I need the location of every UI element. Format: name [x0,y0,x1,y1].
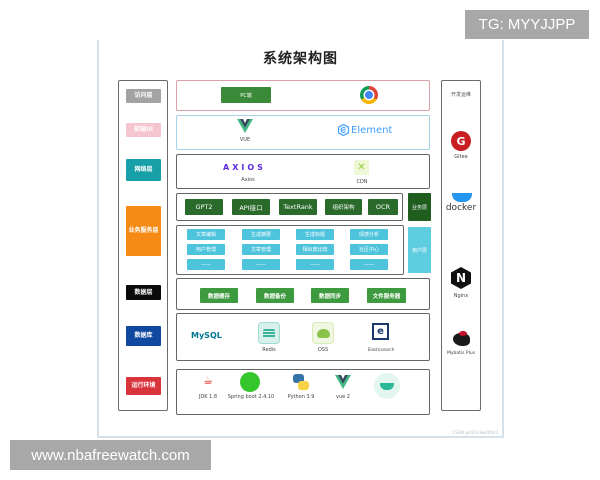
gitee-icon: G [451,131,471,151]
cdn-caption: CDN [356,179,368,185]
docker-whale-icon [374,373,400,399]
data-item-sync: 数据同步 [311,288,349,303]
user-item: 生成摘要 [242,229,280,240]
network-layer-row: AXIOS Axios ✕ CDN [176,154,430,189]
java-icon: ☕ [203,374,213,387]
user-item: 文章管理 [242,244,280,255]
business-item-gpt2: GPT2 [185,199,223,215]
devops-title: 开发运维 [450,92,471,98]
devops-column: 开发运维 G Gitee docker N Nginx Mybatis Plus [441,80,481,411]
layer-label-network: 网络层 [126,159,161,181]
layer-label-data: 数据层 [126,285,161,300]
frontend-layer-row: VUE Element [176,115,430,150]
python-icon [293,374,309,390]
gitee-caption: Gitee [454,154,468,160]
data-item-backup: 数据备份 [256,288,294,303]
source-credit: CSDN @007n9w00b03 [452,430,498,435]
runtime-caption-vue: vue 2 [336,394,350,400]
business-layer-tag: 业务层 [408,193,431,221]
axios-caption: Axios [241,177,255,183]
data-item-file-server: 文件服务器 [367,288,406,303]
vue-caption: VUE [239,137,251,143]
mybatis-bird-icon [453,331,470,346]
element-hex-icon [338,124,349,136]
layer-label-frontend: 前端UI [126,123,161,137]
user-item: 社区中心 [350,244,388,255]
user-item: 相似度比较 [296,244,334,255]
vue-logo-icon [335,375,351,389]
pc-client-box: PC端 [221,87,271,103]
user-item: 文章编辑 [187,229,225,240]
business-item-api: API接口 [232,199,270,215]
user-item: 用户管理 [187,244,225,255]
runtime-caption-python: Python 3.9 [287,394,315,400]
vue-logo-icon [237,119,253,133]
chrome-icon [360,86,378,104]
element-ui-logo: Element [338,124,392,136]
data-item-cache: 数据缓存 [200,288,238,303]
mysql-text: MySQL [191,331,222,340]
axios-logo: AXIOS [223,163,266,172]
diagram-title: 系统架构图 [263,51,338,67]
layer-label-business: 业务服务层 [126,206,161,256]
elasticsearch-caption: Elasticsearch [367,347,395,352]
layer-label-database: 数据库 [126,326,161,346]
runtime-caption-spring: Spring boot 2.4.10 [227,394,275,400]
user-item: —— [187,259,225,270]
user-item: —— [242,259,280,270]
oss-cloud-icon [312,322,334,344]
elasticsearch-icon: e [372,323,389,340]
user-item: —— [350,259,388,270]
user-layer-tag: 用户层 [408,227,431,273]
business-item-org: 组织架构 [325,199,362,215]
mybatis-caption: Mybatis Plus [446,351,476,356]
docker-caption: docker [445,203,477,213]
watermark-top-right: TG: MYYJJPP [465,10,589,39]
redis-caption: Redis [262,347,276,353]
layer-label-access: 访问层 [126,89,161,103]
database-layer-row: MySQL Redis OSS e Elasticsearch [176,313,430,361]
docker-icon [452,193,472,202]
element-logo-text: Element [351,124,393,136]
nginx-caption: Nginx [453,293,469,299]
watermark-bottom-left: www.nbafreewatch.com [10,440,211,470]
business-item-textrank: TextRank [279,199,317,215]
user-item: 情感分析 [350,229,388,240]
layer-label-runtime: 运行环境 [126,377,161,395]
spring-icon [240,372,260,392]
runtime-layer-row: ☕ JDK 1.8 Spring boot 2.4.10 Python 3.9 … [176,369,430,415]
mysql-logo: MySQL [191,331,222,340]
user-layer-row: 文章编辑 用户管理 —— 生成摘要 文章管理 —— 生成标题 相似度比较 —— … [176,225,404,275]
architecture-diagram: 系统架构图 访问层 前端UI 网络层 业务服务层 数据层 数据库 运行环境 PC… [97,40,504,438]
nginx-icon: N [451,267,471,289]
redis-icon [258,322,280,344]
access-layer-row: PC端 [176,80,430,111]
business-layer-row: GPT2 API接口 TextRank 组织架构 OCR [176,193,403,221]
oss-caption: OSS [317,347,329,353]
user-item: 生成标题 [296,229,334,240]
business-item-ocr: OCR [368,199,398,215]
runtime-caption-jdk: JDK 1.8 [198,394,218,400]
cdn-icon: ✕ [354,160,369,175]
data-layer-row: 数据缓存 数据备份 数据同步 文件服务器 [176,278,430,310]
layer-label-column: 访问层 前端UI 网络层 业务服务层 数据层 数据库 运行环境 [118,80,168,411]
user-item: —— [296,259,334,270]
